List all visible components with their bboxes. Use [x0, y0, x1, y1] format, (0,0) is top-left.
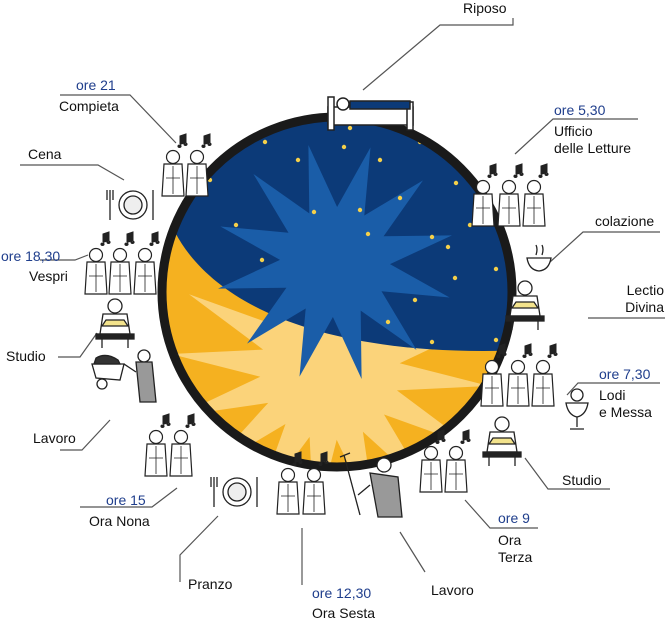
star-dot: [397, 195, 403, 201]
plate-icon-pranzo: [210, 477, 258, 507]
monk-hoeing-icon: [339, 452, 403, 518]
terza-time: ore 9: [498, 510, 530, 526]
plate-icon-cena: [106, 190, 154, 220]
star-dot: [493, 337, 499, 343]
monk-figure: [108, 231, 135, 295]
monk-figure: [84, 231, 111, 295]
monk-figure: [144, 413, 171, 477]
star-dot: [357, 207, 363, 213]
star-dot: [341, 144, 347, 150]
letture-label: Ufficio delle Letture: [554, 123, 632, 156]
star-dot: [445, 244, 451, 250]
monk-figure: [471, 163, 498, 227]
monk-figure: [531, 343, 558, 407]
lavoro-left-label: Lavoro: [33, 430, 76, 446]
monk-figure: [302, 451, 329, 515]
star-dot: [452, 275, 458, 281]
star-dot: [347, 125, 353, 131]
letture-time: ore 5,30: [554, 102, 606, 118]
wheelbarrow-icon: [91, 349, 157, 403]
sesta-label: Ora Sesta: [312, 605, 376, 621]
monk-figure: [276, 451, 303, 515]
nona-label: Ora Nona: [89, 513, 150, 529]
lectio-label: Lectio Divina: [625, 282, 664, 315]
monk-figures: [84, 133, 558, 515]
studio-left-label: Studio: [6, 348, 46, 364]
monk-figure: [497, 163, 524, 227]
star-dot: [311, 209, 317, 215]
terza-label: Ora Terza: [498, 532, 533, 565]
star-dot: [365, 231, 371, 237]
monk-figure: [480, 343, 507, 407]
lodi-label: Lodi e Messa: [599, 387, 652, 420]
lavoro-right-label: Lavoro: [431, 582, 474, 598]
leader-lines: [20, 18, 665, 585]
star-dot: [467, 222, 473, 228]
monk-figure: [522, 163, 549, 227]
chalice-icon: [565, 388, 589, 430]
sesta-time: ore 12,30: [312, 585, 372, 601]
star-dot: [295, 157, 301, 163]
colazione-label: colazione: [595, 213, 655, 229]
nona-time: ore 15: [106, 492, 146, 508]
pranzo-label: Pranzo: [188, 576, 233, 592]
monk-reading-right: [505, 280, 545, 330]
star-dot: [412, 297, 418, 303]
studio-right-label: Studio: [562, 472, 602, 488]
bowl-icon: [526, 244, 552, 272]
vespri-time: ore 18,30: [1, 248, 61, 264]
monk-figure: [169, 413, 196, 477]
night-star-burst: [218, 145, 452, 379]
monk-figure: [419, 429, 446, 493]
sun-star: [170, 210, 490, 467]
bed-icon: [327, 96, 414, 131]
star-dot: [453, 180, 459, 186]
monk-figure: [506, 343, 533, 407]
monk-figure: [185, 133, 212, 197]
riposo-label: Riposo: [463, 0, 507, 16]
star-dot: [377, 157, 383, 163]
monk-figure: [161, 133, 188, 197]
monk-reading-studio-right: [482, 416, 522, 466]
cena-label: Cena: [28, 146, 62, 162]
star-dot: [385, 319, 391, 325]
star-dot: [262, 139, 268, 145]
vespri-label: Vespri: [29, 268, 68, 284]
lodi-time: ore 7,30: [599, 366, 651, 382]
compieta-label: Compieta: [59, 98, 119, 114]
monk-figure: [133, 231, 160, 295]
star-dot: [259, 257, 265, 263]
star-dot: [493, 266, 499, 272]
monk-figure: [444, 429, 471, 493]
compieta-time: ore 21: [76, 77, 116, 93]
monk-reading-studio-left: [95, 298, 135, 348]
star-dot: [429, 234, 435, 240]
star-dot: [429, 339, 435, 345]
star-dot: [233, 222, 239, 228]
